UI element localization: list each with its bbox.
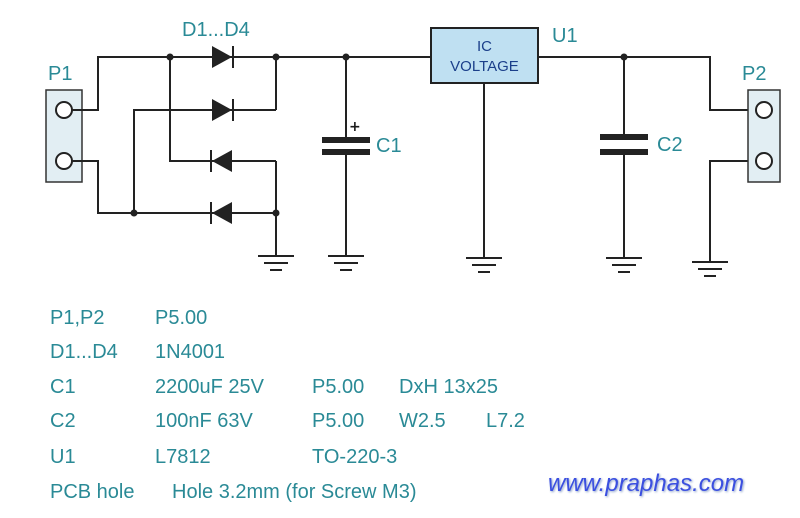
c1-polarity-plus: +	[349, 119, 361, 135]
website-watermark: www.praphas.com	[548, 470, 745, 497]
part-dimension: W2.5	[399, 410, 446, 432]
part-value: P5.00	[155, 307, 208, 329]
ground-symbol-c2	[606, 257, 642, 273]
pcb-hole-label: PCB hole	[50, 481, 135, 503]
part-pitch: P5.00	[312, 376, 365, 398]
pcb-hole-value: Hole 3.2mm (for Screw M3)	[172, 481, 417, 503]
connector-p1-pin-2	[55, 152, 73, 170]
diode-d3	[210, 150, 232, 172]
connector-p2-pin-1	[755, 101, 773, 119]
ic-voltage-regulator	[430, 27, 539, 84]
ground-symbol-c1	[328, 255, 364, 271]
diode-d1	[212, 46, 234, 68]
part-ref: D1...D4	[50, 341, 118, 363]
junction-dot	[130, 209, 138, 217]
ground-symbol-bridge	[258, 255, 294, 271]
label-p2: P2	[742, 63, 766, 85]
ground-symbol-ic	[466, 257, 502, 273]
junction-dot	[166, 53, 174, 61]
part-pitch: P5.00	[312, 410, 365, 432]
ground-symbol-p2	[692, 261, 728, 277]
connector-p1	[45, 89, 83, 183]
part-value: L7812	[155, 446, 211, 468]
part-ref: U1	[50, 446, 76, 468]
junction-dot	[272, 209, 280, 217]
ic-label-line2: VOLTAGE	[450, 58, 519, 75]
wire-bridge-left-node	[169, 57, 276, 162]
part-ref: C2	[50, 410, 76, 432]
circuit-schematic: P1 D1...D4 + C1	[45, 19, 781, 277]
diode-d2	[212, 99, 234, 121]
connector-p2	[747, 89, 781, 183]
label-diodes: D1...D4	[182, 19, 250, 41]
part-value: 2200uF 25V	[155, 376, 264, 398]
part-value: 100nF 63V	[155, 410, 253, 432]
connector-p1-pin-1	[55, 101, 73, 119]
label-u1: U1	[552, 25, 578, 47]
wire-rail-output	[538, 56, 760, 111]
part-ref: P1,P2	[50, 307, 105, 329]
wire-p1-top	[72, 56, 276, 111]
label-p1: P1	[48, 63, 72, 85]
label-c1: C1	[376, 135, 402, 157]
part-value: 1N4001	[155, 341, 226, 363]
wire-p1-bottom	[72, 160, 276, 214]
diode-d4	[210, 202, 232, 224]
part-ref: C1	[50, 376, 76, 398]
part-dimension: DxH 13x25	[399, 376, 498, 398]
part-dimension: L7.2	[486, 410, 525, 432]
part-package: TO-220-3	[312, 446, 398, 468]
wire-p2-ground	[709, 160, 760, 262]
ic-label-line1: IC	[477, 38, 492, 55]
connector-p2-pin-2	[755, 152, 773, 170]
label-c2: C2	[657, 134, 683, 156]
